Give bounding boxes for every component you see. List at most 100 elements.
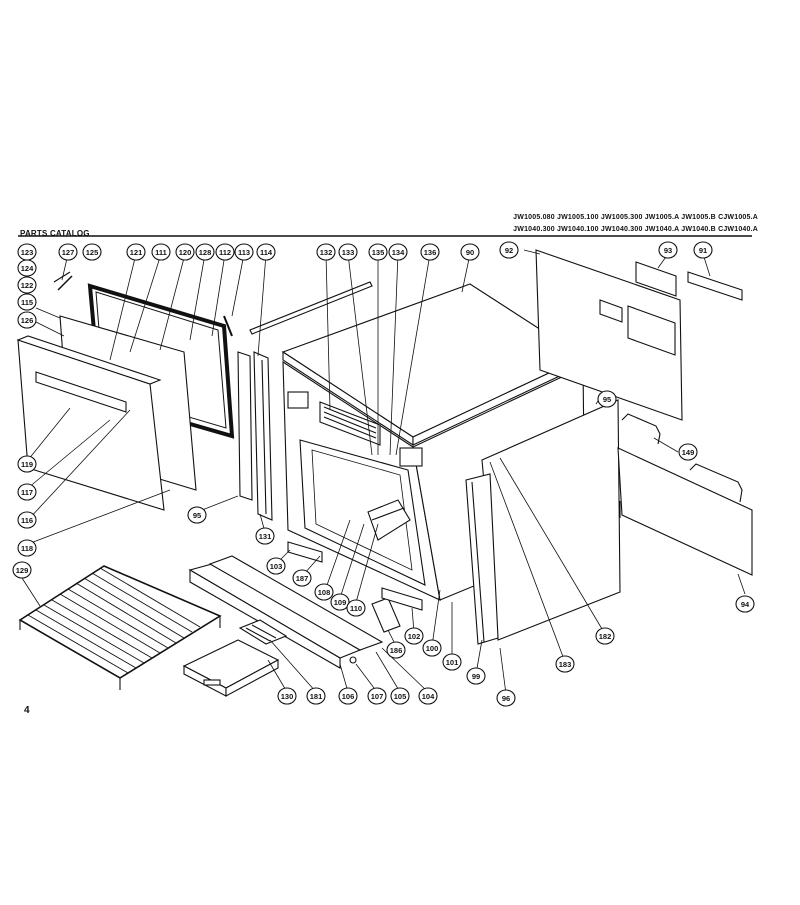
page-number: 4 [24, 705, 30, 716]
callout-115: 115 [17, 293, 37, 311]
callout-number: 106 [342, 692, 355, 701]
callout-bubble [338, 687, 358, 705]
callout-bubble [338, 243, 358, 261]
kick-panel [188, 563, 362, 659]
callout-number: 110 [350, 604, 362, 613]
callout-103: 103 [266, 557, 286, 575]
callout-number: 118 [21, 544, 33, 553]
callout-bubble [330, 593, 350, 611]
callout-number: 95 [603, 395, 611, 404]
callout-bubble [386, 641, 406, 659]
callout-109: 109 [330, 593, 350, 611]
callout-187: 187 [292, 569, 312, 587]
callout-number: 103 [270, 562, 283, 571]
callout-118: 118 [17, 539, 37, 557]
handle-149b [689, 463, 743, 503]
callout-127: 127 [58, 243, 78, 261]
catalog-label: PARTS CATALOG [20, 229, 90, 238]
callout-117: 117 [17, 483, 37, 501]
callout-number: 136 [424, 248, 437, 257]
callout-number: 107 [371, 692, 384, 701]
callout-number: 108 [318, 588, 331, 597]
hinge-strip-114 [253, 351, 273, 521]
callout-bubble [12, 561, 32, 579]
callout-number: 186 [390, 646, 403, 655]
vent-grille [319, 401, 381, 446]
callout-bubble [17, 311, 37, 329]
callout-121: 121 [126, 243, 146, 261]
callout-bubble [597, 390, 617, 408]
callout-number: 182 [599, 632, 612, 641]
callout-bubble [255, 527, 275, 545]
callout-149: 149 [678, 443, 698, 461]
callout-number: 90 [466, 248, 474, 257]
callout-99: 99 [466, 667, 486, 685]
callout-number: 93 [664, 246, 672, 255]
part-186 [371, 597, 401, 633]
callout-number: 95 [193, 511, 201, 520]
callout-bubble [390, 687, 410, 705]
callout-133: 133 [338, 243, 358, 261]
callout-112: 112 [215, 243, 235, 261]
oven-cavity [299, 439, 426, 586]
callout-135: 135 [368, 243, 388, 261]
callout-bubble [499, 241, 519, 259]
callout-bubble [256, 243, 276, 261]
callout-95: 95 [187, 506, 207, 524]
callout-90: 90 [460, 243, 480, 261]
callout-113: 113 [234, 243, 254, 261]
callout-number: 181 [310, 692, 323, 701]
callout-bubble [466, 667, 486, 685]
callout-102: 102 [404, 627, 424, 645]
callout-bubble [266, 557, 286, 575]
door-handle [35, 371, 127, 413]
callout-119: 119 [17, 455, 37, 473]
callout-number: 128 [199, 248, 212, 257]
callout-123: 123 [17, 243, 37, 261]
callout-bubble [277, 687, 297, 705]
callout-130: 130 [277, 687, 297, 705]
callout-120: 120 [175, 243, 195, 261]
callout-93: 93 [658, 241, 678, 259]
callout-bubble [418, 687, 438, 705]
callout-96: 96 [496, 689, 516, 707]
oven-rack [18, 565, 222, 679]
callout-number: 131 [259, 532, 272, 541]
callout-183: 183 [555, 655, 575, 673]
callout-bubble [678, 443, 698, 461]
callout-bubble [367, 687, 387, 705]
callout-186: 186 [386, 641, 406, 659]
callout-number: 183 [559, 660, 572, 669]
callout-number: 109 [334, 598, 347, 607]
callout-bubble [17, 483, 37, 501]
callout-bubble [404, 627, 424, 645]
callout-bubble [388, 243, 408, 261]
callout-number: 149 [682, 448, 695, 457]
callout-136: 136 [420, 243, 440, 261]
callout-128: 128 [195, 243, 215, 261]
callout-bubble [314, 583, 334, 601]
bracket-91 [687, 271, 743, 301]
callout-bubble [422, 639, 442, 657]
callout-106: 106 [338, 687, 358, 705]
callout-91: 91 [693, 241, 713, 259]
callout-bubble [306, 687, 326, 705]
callout-bubble [442, 653, 462, 671]
callout-number: 133 [342, 248, 355, 257]
callout-94: 94 [735, 595, 755, 613]
callout-number: 113 [238, 248, 250, 257]
callout-bubble [316, 243, 336, 261]
callout-182: 182 [595, 627, 615, 645]
callout-92: 92 [499, 241, 519, 259]
hinge-strip-131 [237, 351, 253, 501]
callout-number: 134 [392, 248, 405, 257]
callout-110: 110 [346, 599, 366, 617]
callout-number: 96 [502, 694, 510, 703]
callout-bubble [658, 241, 678, 259]
callout-bubble [17, 293, 37, 311]
callout-bubble [215, 243, 235, 261]
callout-bubble [17, 539, 37, 557]
callout-bubble [17, 511, 37, 529]
callout-bubble [460, 243, 480, 261]
